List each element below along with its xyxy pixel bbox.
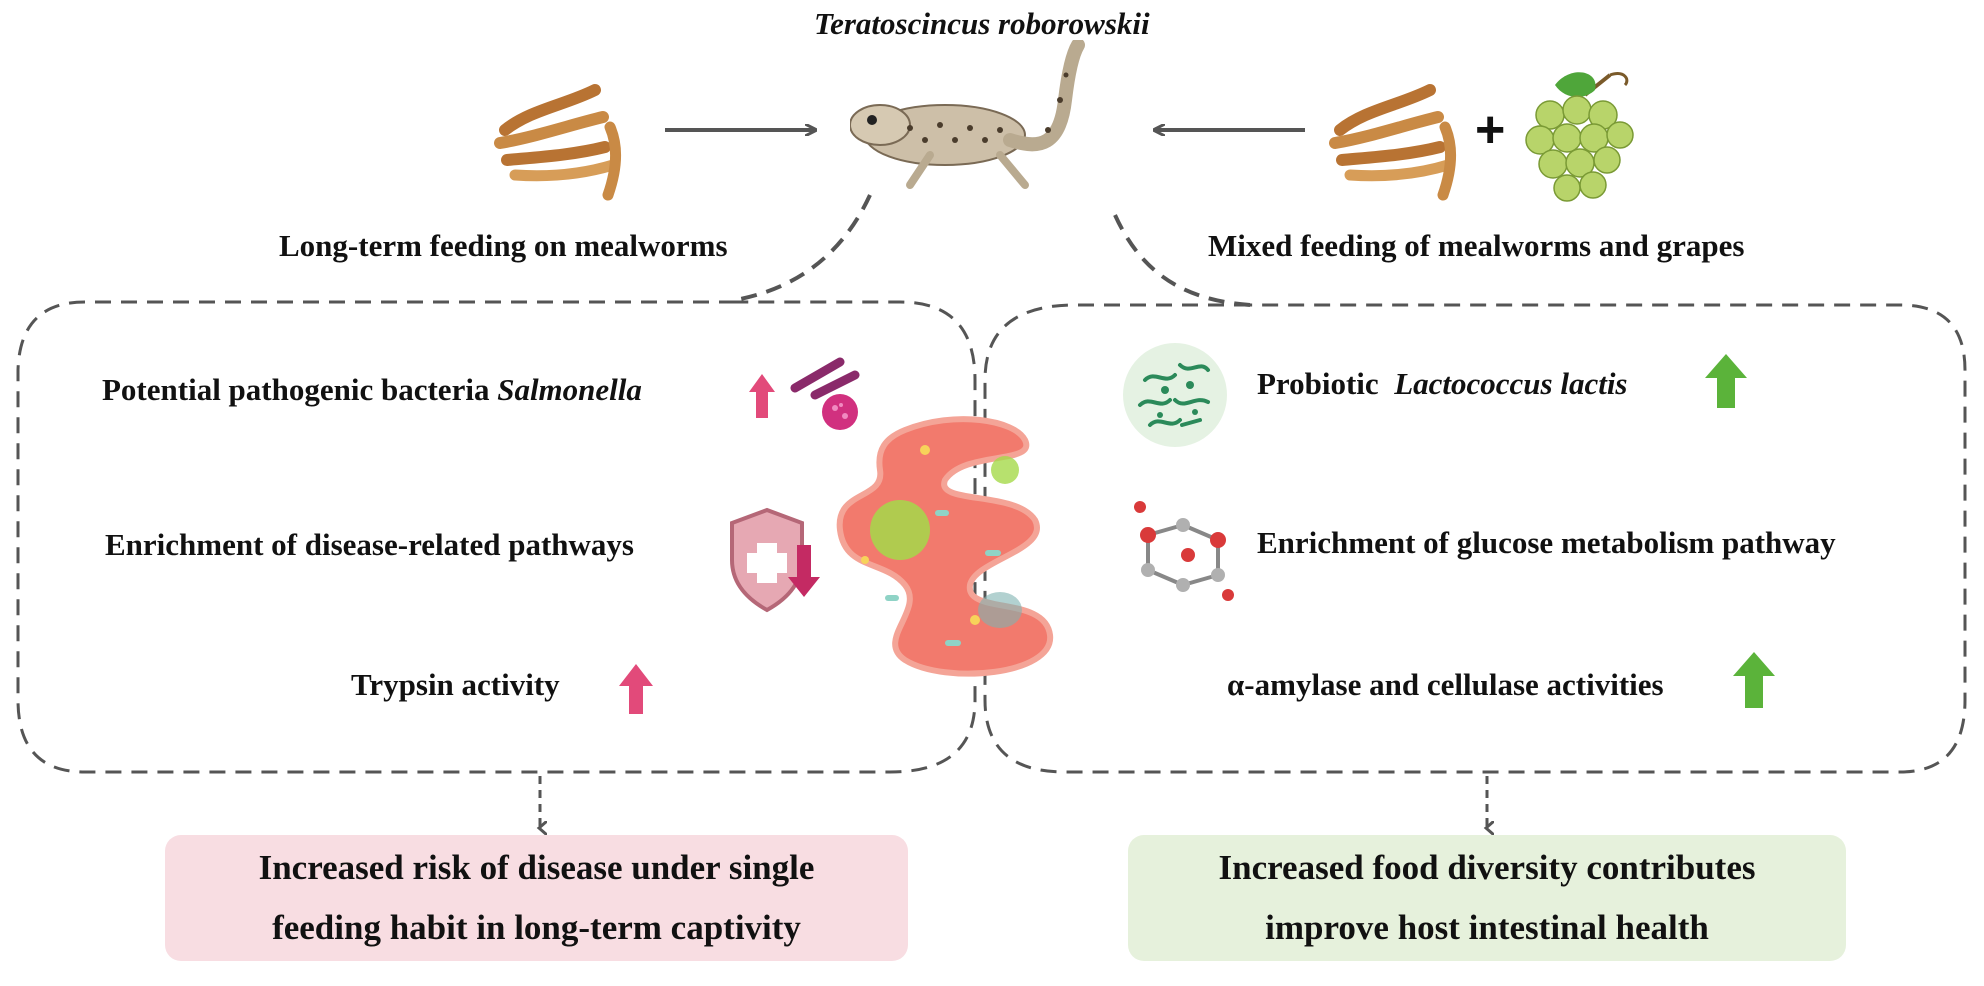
outcome-left-line2: feeding habit in long-term captivity — [272, 908, 801, 947]
right-item-glucose: Enrichment of glucose metabolism pathway — [1257, 525, 1836, 560]
left-item-trypsin: Trypsin activity — [351, 667, 560, 702]
outcome-right-line2: improve host intestinal health — [1265, 908, 1709, 947]
species-title: Teratoscincus roborowskii — [814, 6, 1150, 41]
left-feeding-label: Long-term feeding on mealworms — [279, 228, 728, 263]
gecko-image — [850, 40, 1085, 189]
plus-sign: + — [1475, 101, 1506, 159]
left-item-pathways: Enrichment of disease-related pathways — [105, 527, 634, 562]
outcome-right-line1: Increased food diversity contributes — [1218, 848, 1756, 887]
up-arrow-icon — [1705, 354, 1747, 408]
left-dashed-curve — [734, 194, 872, 302]
lactococcus-name: Lactococcus lactis — [1394, 366, 1628, 401]
bacteria-icon — [790, 357, 860, 430]
mealworm-icon — [494, 84, 622, 201]
mealworm-icon — [1329, 84, 1457, 201]
right-item-lactococcus: Probiotic Lactococcus lactis — [1257, 366, 1628, 402]
salmonella-prefix: Potential pathogenic bacteria — [102, 372, 498, 407]
right-item-amylase: α-amylase and cellulase activities — [1227, 667, 1664, 702]
shield-icon — [730, 507, 820, 613]
left-panel-border — [16, 300, 977, 774]
up-arrow-icon — [619, 664, 653, 714]
intestine-icon — [836, 416, 1054, 677]
salmonella-name: Salmonella — [497, 372, 642, 407]
up-arrow-icon — [749, 374, 775, 418]
outcome-left-box: Increased risk of disease under single f… — [165, 835, 908, 961]
right-panel-border — [983, 303, 1967, 774]
right-dashed-curve — [1113, 214, 1251, 307]
up-arrow-icon — [1733, 652, 1775, 708]
probiotic-icon — [1123, 343, 1227, 447]
grape-icon — [1525, 72, 1634, 202]
outcome-left-line1: Increased risk of disease under single — [258, 848, 815, 887]
right-feeding-label: Mixed feeding of mealworms and grapes — [1208, 228, 1745, 263]
molecule-icon — [1134, 501, 1234, 601]
left-item-salmonella: Potential pathogenic bacteria Salmonella — [102, 372, 642, 408]
outcome-right-box: Increased food diversity contributes imp… — [1128, 835, 1846, 961]
lactococcus-prefix: Probiotic — [1257, 366, 1387, 401]
